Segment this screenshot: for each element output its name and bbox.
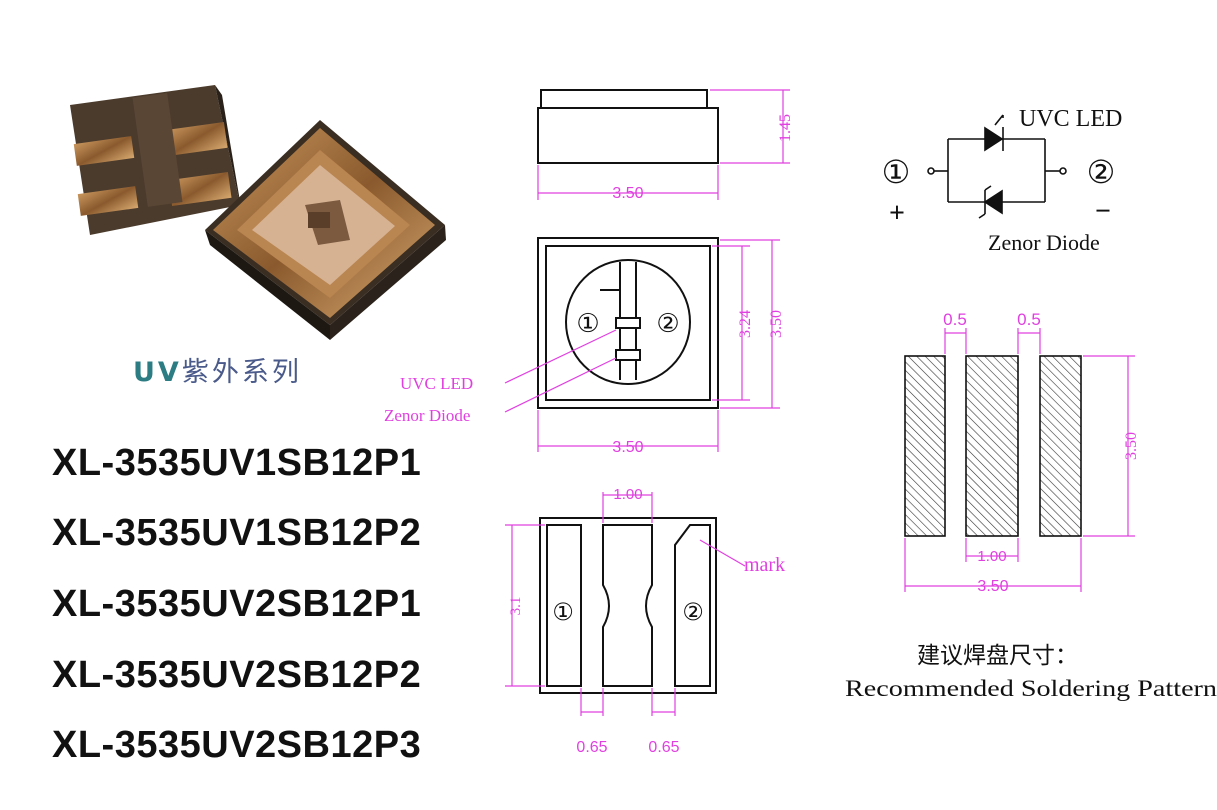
- bottom-center-label: 1.00: [613, 486, 642, 503]
- schematic-plus: +: [889, 198, 905, 229]
- led-symbol: [984, 114, 1004, 152]
- schematic-node2: ②: [1087, 153, 1116, 191]
- solder-pad-left: [904, 355, 946, 537]
- top-inner-label: 3.24: [737, 310, 754, 338]
- bottom-mark-label: mark: [744, 554, 785, 576]
- soldering-pattern: [904, 328, 1135, 592]
- part-number-5: XL-3535UV2SB12P3: [52, 724, 422, 766]
- zener-symbol: [978, 185, 1003, 219]
- series-suffix: 紫外系列: [181, 357, 302, 388]
- top-uvc-label: UVC LED: [400, 374, 473, 393]
- solder-height-label: 3.50: [1123, 432, 1140, 460]
- bottom-pad-left-label: 0.65: [576, 739, 607, 756]
- bottom-pad1-label: ①: [552, 598, 574, 626]
- chip-back: [70, 85, 244, 235]
- schematic-node1: ①: [882, 153, 911, 191]
- top-height-label: 3.50: [768, 310, 785, 338]
- solder-dimensions: [904, 328, 1135, 592]
- solder-gap2-label: 0.5: [1017, 310, 1041, 329]
- part-number-4: XL-3535UV2SB12P2: [52, 654, 422, 696]
- solder-width-label: 3.50: [977, 578, 1008, 595]
- solder-title-en: Recommended Soldering Pattern: [845, 676, 1217, 701]
- solder-pad-center: [965, 355, 1019, 537]
- schematic-zener-label: Zenor Diode: [988, 230, 1100, 255]
- chip-front: [205, 120, 446, 340]
- bottom-view: [505, 492, 746, 716]
- top-zener-label: Zenor Diode: [384, 406, 470, 425]
- solder-center-label: 1.00: [977, 548, 1006, 565]
- bottom-pad2-label: ②: [682, 598, 704, 626]
- side-height-label: 1.45: [777, 114, 794, 142]
- top-pad2-label: ②: [656, 309, 679, 339]
- solder-title-zh: 建议焊盘尺寸：: [917, 643, 1078, 669]
- schematic: [927, 114, 1067, 219]
- part-number-1: XL-3535UV1SB12P1: [52, 442, 422, 484]
- side-width-label: 3.50: [612, 185, 643, 202]
- series-prefix: UV: [133, 357, 182, 388]
- part-number-2: XL-3535UV1SB12P2: [52, 512, 422, 554]
- schematic-minus: −: [1095, 196, 1111, 227]
- side-dimensions: [537, 89, 790, 200]
- top-width-label: 3.50: [612, 439, 643, 456]
- top-pad1-label: ①: [576, 309, 599, 339]
- solder-pad-right: [1039, 355, 1082, 537]
- solder-gap1-label: 0.5: [943, 310, 967, 329]
- top-dimensions: [504, 239, 780, 452]
- part-number-3: XL-3535UV2SB12P1: [52, 583, 422, 625]
- product-photo: [70, 85, 446, 340]
- side-view: [537, 89, 790, 200]
- top-view: [504, 237, 780, 452]
- bottom-dimensions: [505, 492, 746, 716]
- series-label: UV紫外系列: [133, 350, 302, 389]
- bottom-height-label: 3.1: [508, 597, 524, 616]
- bottom-pad-right-label: 0.65: [648, 739, 679, 756]
- schematic-uvc-label: UVC LED: [1019, 106, 1122, 132]
